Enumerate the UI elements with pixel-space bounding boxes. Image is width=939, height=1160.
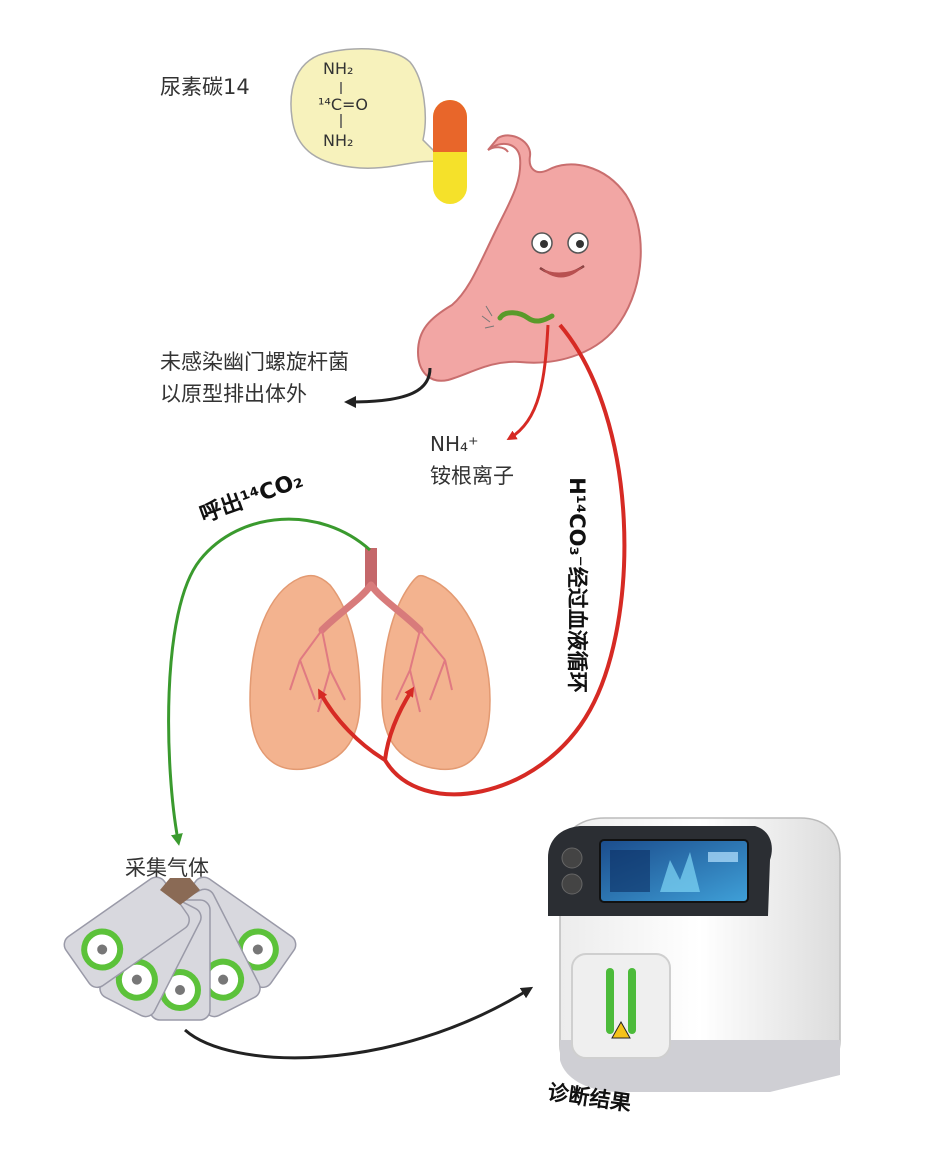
ammonium-arrow	[506, 324, 550, 441]
lungs-icon	[249, 548, 491, 770]
ammonium-formula-label: NH₄⁺	[430, 432, 479, 456]
blood-circulation-arrow	[383, 323, 627, 797]
formula-bottom: NH₂	[323, 131, 354, 150]
to-right-lung-arrow	[383, 686, 415, 761]
breath-analyzer-machine	[548, 817, 841, 1092]
collect-gas-label: 采集气体	[125, 856, 209, 880]
card-slot	[571, 953, 671, 1059]
stomach-icon	[416, 134, 642, 382]
formula-top: NH₂	[323, 59, 354, 78]
uninfected-label-line2: 以原型排出体外	[160, 382, 307, 406]
to-left-lung-arrow	[318, 688, 387, 762]
breath-collection-cards	[63, 876, 297, 1021]
formula-middle: ¹⁴C=O	[318, 95, 368, 114]
capsule-icon	[433, 100, 467, 204]
urea-name-label: 尿素碳14	[160, 75, 250, 99]
blood-circulation-label: H¹⁴CO₃⁻经过血液循环	[564, 477, 589, 693]
uninfected-label-line1: 未感染幽门螺旋杆菌	[160, 350, 349, 374]
warning-icon	[611, 1020, 631, 1039]
exhale-arrow	[167, 517, 372, 846]
to-analyzer-arrow	[184, 986, 534, 1060]
uninfected-arrow	[344, 367, 432, 408]
ammonium-name-label: 铵根离子	[430, 464, 514, 488]
formula-speech-bubble	[290, 48, 448, 169]
